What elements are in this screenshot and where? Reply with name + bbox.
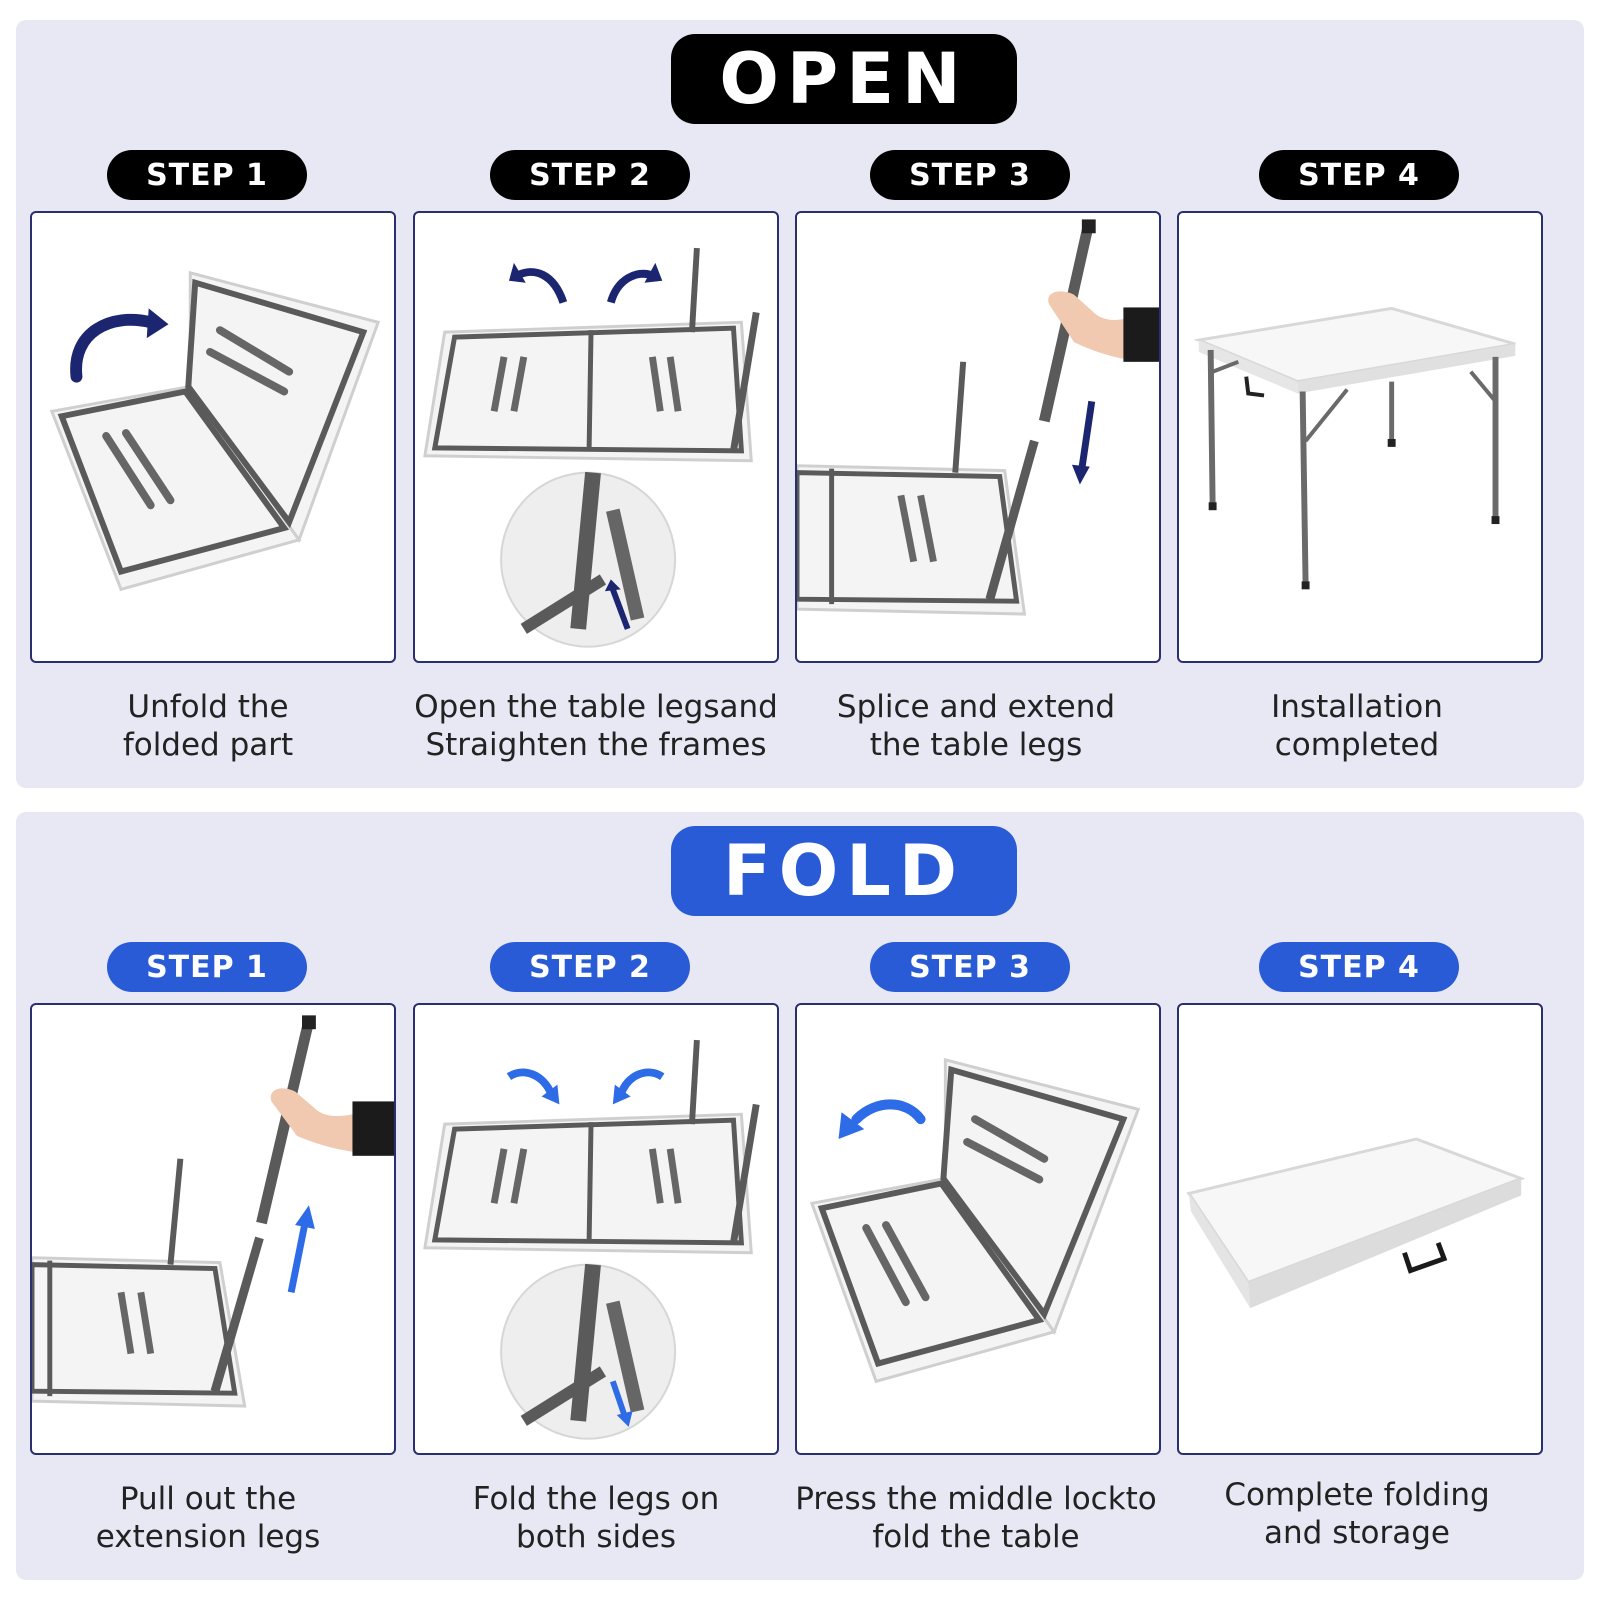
caption-line: folded part <box>122 727 294 763</box>
open-banner: OPEN <box>671 34 1017 124</box>
fold-step-3-label: STEP 3 <box>870 942 1070 992</box>
open-step-3-image <box>795 211 1161 663</box>
caption-line: Fold the legs on <box>472 1481 720 1517</box>
fold-step-4-image <box>1177 1003 1543 1455</box>
fold-step-2-image <box>413 1003 779 1455</box>
caption-line: both sides <box>516 1519 676 1555</box>
open-step-2-caption: Open the table legsand Straighten the fr… <box>396 688 796 764</box>
caption-line: Unfold the <box>127 689 289 725</box>
fold-step-4-caption: Complete folding and storage <box>1157 1476 1557 1552</box>
caption-line: Complete folding <box>1224 1477 1490 1513</box>
fold-step-1-caption: Pull out the extension legs <box>8 1480 408 1556</box>
down-arrow-icon <box>1071 400 1096 485</box>
fold-section: FOLD STEP 1 STEP 2 STEP 3 STEP 4 <box>16 812 1584 1580</box>
open-step-3-caption: Splice and extend the table legs <box>776 688 1176 764</box>
caption-line: completed <box>1274 727 1440 763</box>
caption-line: Press the middle lockto <box>795 1481 1157 1517</box>
open-step-1-image <box>30 211 396 663</box>
caption-line: Open the table legsand <box>414 689 778 725</box>
open-step-1-label: STEP 1 <box>107 150 307 200</box>
caption-line: Installation <box>1271 689 1443 725</box>
open-step-4-image <box>1177 211 1543 663</box>
fold-step-1-image <box>30 1003 396 1455</box>
up-arrow-icon <box>604 579 631 630</box>
fold-step-2-caption: Fold the legs on both sides <box>396 1480 796 1556</box>
fold-step-1-label: STEP 1 <box>107 942 307 992</box>
open-step-2-image <box>413 211 779 663</box>
caption-line: and storage <box>1264 1515 1450 1551</box>
curved-arrow-icon <box>508 262 663 304</box>
down-arrow-icon <box>610 1380 633 1427</box>
fold-step-3-image <box>795 1003 1161 1455</box>
caption-line: Pull out the <box>119 1481 297 1517</box>
up-arrow-icon <box>287 1205 315 1293</box>
caption-line: Splice and extend <box>836 689 1116 725</box>
curved-arrow-icon <box>838 1099 926 1139</box>
fold-banner: FOLD <box>671 826 1017 916</box>
open-step-4-caption: Installation completed <box>1157 688 1557 764</box>
open-step-4-label: STEP 4 <box>1259 150 1459 200</box>
caption-line: fold the table <box>872 1519 1080 1555</box>
caption-line: Straighten the frames <box>425 727 767 763</box>
open-step-3-label: STEP 3 <box>870 150 1070 200</box>
open-section: OPEN STEP 1 STEP 2 STEP 3 STEP 4 <box>16 20 1584 788</box>
caption-line: extension legs <box>95 1519 321 1555</box>
curved-arrow-icon <box>70 308 169 383</box>
fold-step-3-caption: Press the middle lockto fold the table <box>776 1480 1176 1556</box>
open-step-2-label: STEP 2 <box>490 150 690 200</box>
open-step-1-caption: Unfold the folded part <box>8 688 408 764</box>
curved-arrow-icon <box>506 1068 665 1105</box>
fold-step-4-label: STEP 4 <box>1259 942 1459 992</box>
caption-line: the table legs <box>869 727 1083 763</box>
fold-step-2-label: STEP 2 <box>490 942 690 992</box>
